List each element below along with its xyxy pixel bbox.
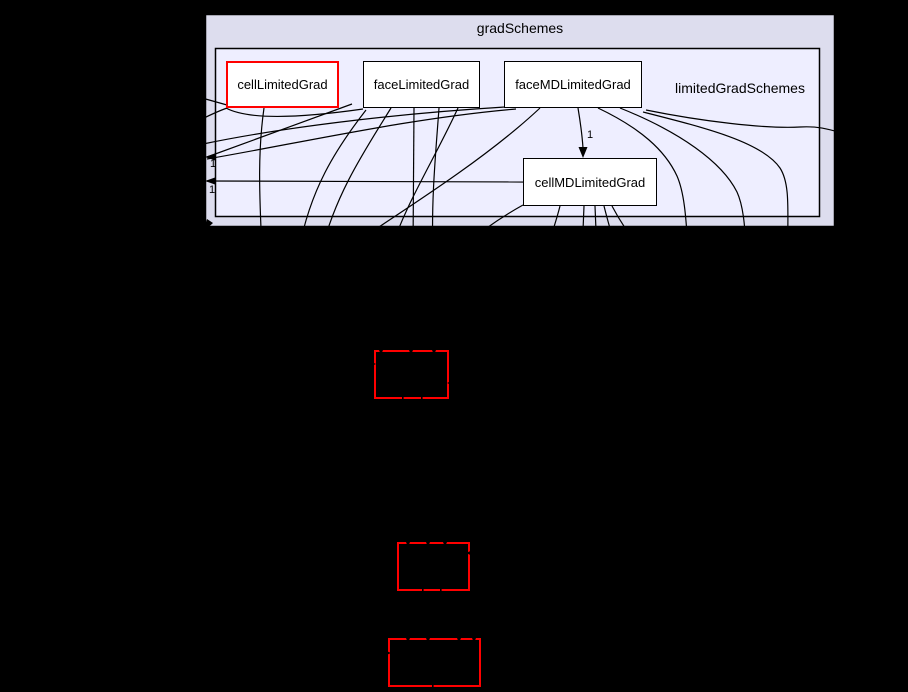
node-facelimitedgrad-label: faceLimitedGrad	[373, 77, 470, 92]
external-node-3[interactable]	[388, 638, 481, 687]
edge-label-2: 1	[209, 184, 216, 196]
arrowhead-left-1	[205, 153, 215, 161]
node-celllimitedgrad[interactable]: cellLimitedGrad	[226, 61, 339, 108]
arrowheads	[203, 147, 588, 232]
node-facelimitedgrad[interactable]: faceLimitedGrad	[363, 61, 480, 108]
node-facemdlimitedgrad-label: faceMDLimitedGrad	[515, 77, 631, 92]
node-cellmdlimitedgrad[interactable]: cellMDLimitedGrad	[523, 158, 657, 206]
node-celllimitedgrad-label: cellLimitedGrad	[237, 77, 328, 92]
arrowhead-corner	[203, 219, 213, 232]
cluster-label-gradschemes[interactable]: gradSchemes	[476, 20, 564, 36]
arrowhead-cellmdlimitedgrad	[578, 147, 588, 158]
cluster-label-limitedgradschemes[interactable]: limitedGradSchemes	[675, 80, 805, 96]
external-node-2[interactable]	[397, 542, 470, 591]
arrowhead-left-2	[205, 177, 215, 185]
edge-network	[201, 97, 843, 256]
node-cellmdlimitedgrad-label: cellMDLimitedGrad	[534, 174, 646, 190]
edge-label-3: 1	[587, 129, 594, 141]
external-node-1[interactable]	[374, 350, 449, 399]
node-facemdlimitedgrad[interactable]: faceMDLimitedGrad	[504, 61, 642, 108]
edge-label-1: 1	[210, 158, 217, 170]
